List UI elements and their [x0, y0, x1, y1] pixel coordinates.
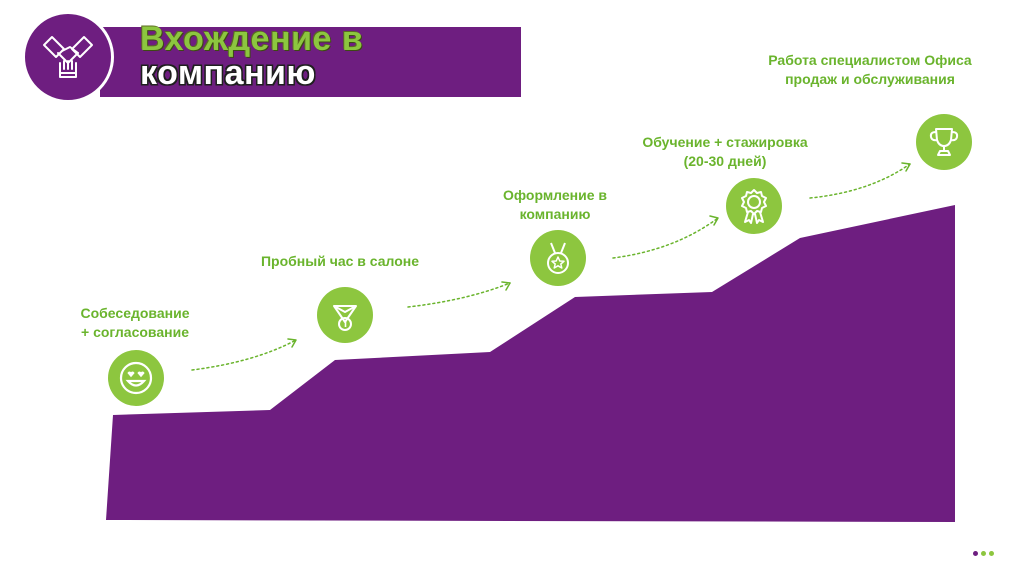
step-1-badge — [108, 350, 164, 406]
arrow-4 — [809, 163, 911, 199]
step-1-label-text: Собеседование + согласование — [80, 305, 190, 340]
arrowhead-4 — [901, 162, 911, 172]
pagination-dot — [973, 551, 978, 556]
step-1-label: Собеседование + согласование — [40, 304, 230, 342]
step-3-label-text: Оформление в компанию — [502, 187, 608, 222]
logo-badge — [22, 11, 114, 103]
step-5-label-text: Работа специалистом Офиса продаж и обслу… — [768, 52, 972, 87]
step-5-label: Работа специалистом Офиса продаж и обслу… — [730, 51, 1010, 89]
pagination-dot — [989, 551, 994, 556]
staircase-area — [106, 205, 955, 522]
trophy-cup-icon — [929, 128, 959, 156]
arrowhead-2 — [501, 281, 511, 291]
handshake-hands-icon — [43, 36, 93, 78]
step-2-label-text: Пробный час в салоне — [260, 253, 420, 269]
step-5-badge — [916, 114, 972, 170]
diamond-medal-icon — [333, 305, 357, 331]
pagination-dot — [981, 551, 986, 556]
award-rosette-icon — [741, 189, 767, 224]
pagination-dots — [973, 551, 994, 556]
header-bar — [100, 27, 521, 97]
page-title-line2: компанию — [140, 54, 316, 92]
step-4-label: Обучение + стажировка (20-30 дней) — [600, 133, 850, 171]
step-2-label: Пробный час в салоне — [225, 252, 455, 271]
arrow-3 — [612, 217, 719, 259]
step-3-label: Оформление в компанию — [455, 186, 655, 224]
smiley-heart-eyes-icon — [119, 361, 153, 395]
page-title: Вхождение в компанию — [140, 22, 363, 90]
step-4-label-text: Обучение + стажировка (20-30 дней) — [642, 134, 808, 169]
step-2-badge — [317, 287, 373, 343]
arrow-2 — [407, 282, 511, 308]
star-medal-icon — [547, 242, 569, 274]
arrowhead-3 — [709, 215, 719, 226]
step-3-badge — [530, 230, 586, 286]
step-4-badge — [726, 178, 782, 234]
page-title-line1: Вхождение в — [140, 20, 364, 58]
arrow-1 — [191, 339, 297, 371]
arrowhead-1 — [287, 338, 297, 348]
